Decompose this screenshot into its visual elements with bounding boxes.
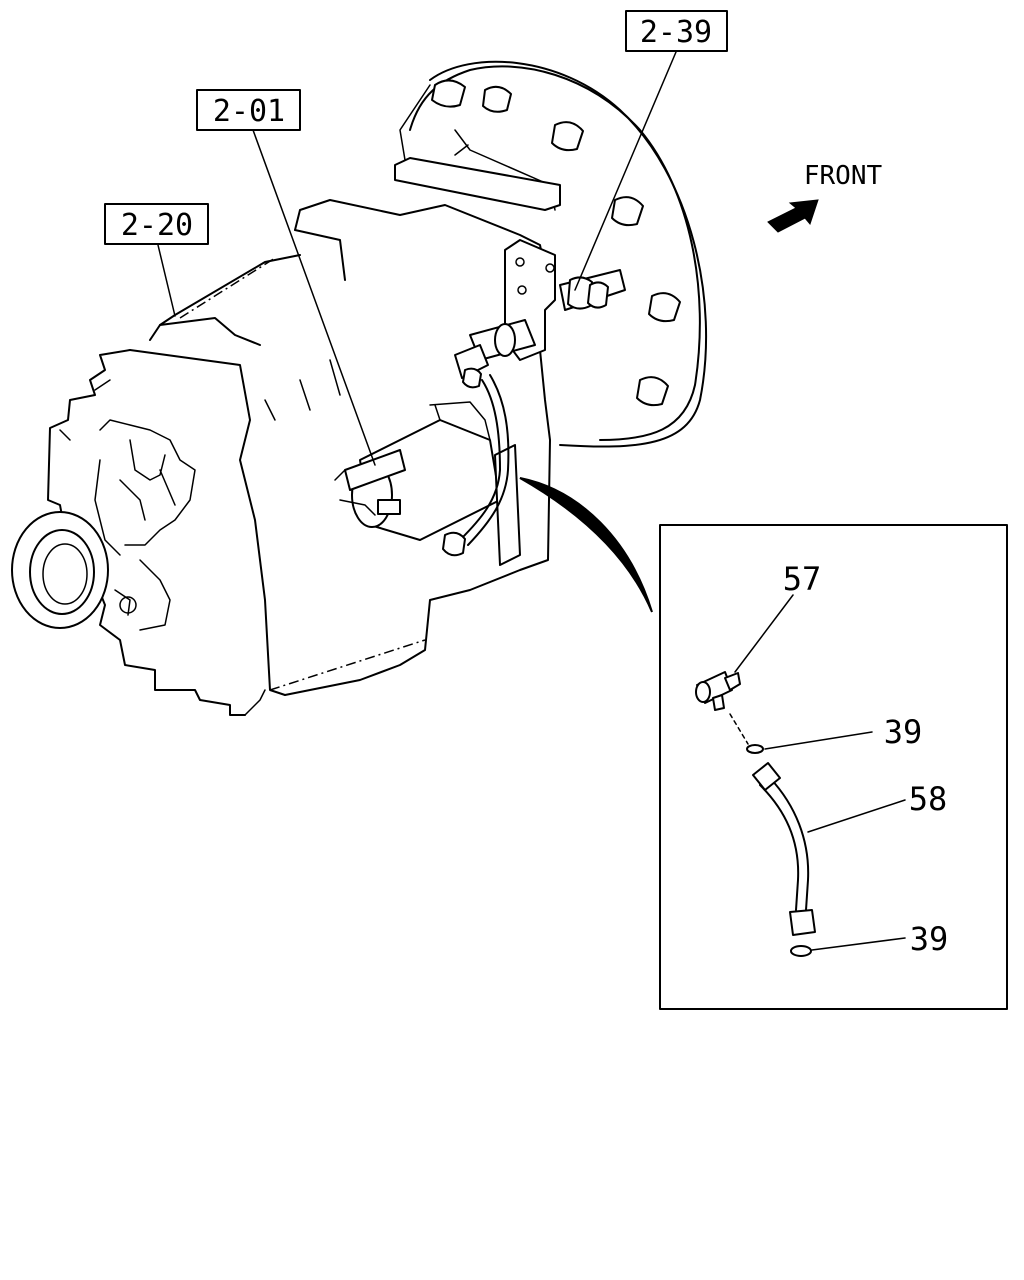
detail-pointer — [519, 477, 653, 613]
detail-view: 57 39 58 39 — [659, 524, 1008, 1010]
clutch-housing — [399, 60, 708, 448]
callout-label-2-39: 2-39 — [640, 15, 712, 50]
oil-pipe-installed — [442, 344, 510, 557]
shift-cylinder — [469, 239, 626, 361]
callout-2-20[interactable]: 2-20 — [104, 203, 209, 245]
part-label-39-lower: 39 — [910, 920, 949, 958]
callout-2-01[interactable]: 2-01 — [196, 89, 301, 131]
callout-label-2-01: 2-01 — [213, 94, 285, 129]
part-39-upper-washer[interactable] — [746, 744, 764, 754]
front-indicator: FRONT — [767, 161, 883, 233]
front-label: FRONT — [804, 161, 883, 191]
front-arrow-icon — [767, 199, 819, 233]
callout-2-39[interactable]: 2-39 — [625, 10, 728, 52]
part-label-58: 58 — [909, 780, 948, 818]
part-39-lower-washer[interactable] — [790, 945, 812, 957]
callout-leaders — [157, 51, 677, 466]
part-57-connector[interactable] — [695, 671, 741, 711]
part-label-57: 57 — [783, 560, 822, 598]
part-58-pipe[interactable] — [752, 762, 816, 936]
part-label-39-upper: 39 — [884, 713, 923, 751]
transmission-case — [11, 157, 561, 716]
starter-motor — [334, 401, 521, 566]
callout-label-2-20: 2-20 — [121, 208, 193, 243]
